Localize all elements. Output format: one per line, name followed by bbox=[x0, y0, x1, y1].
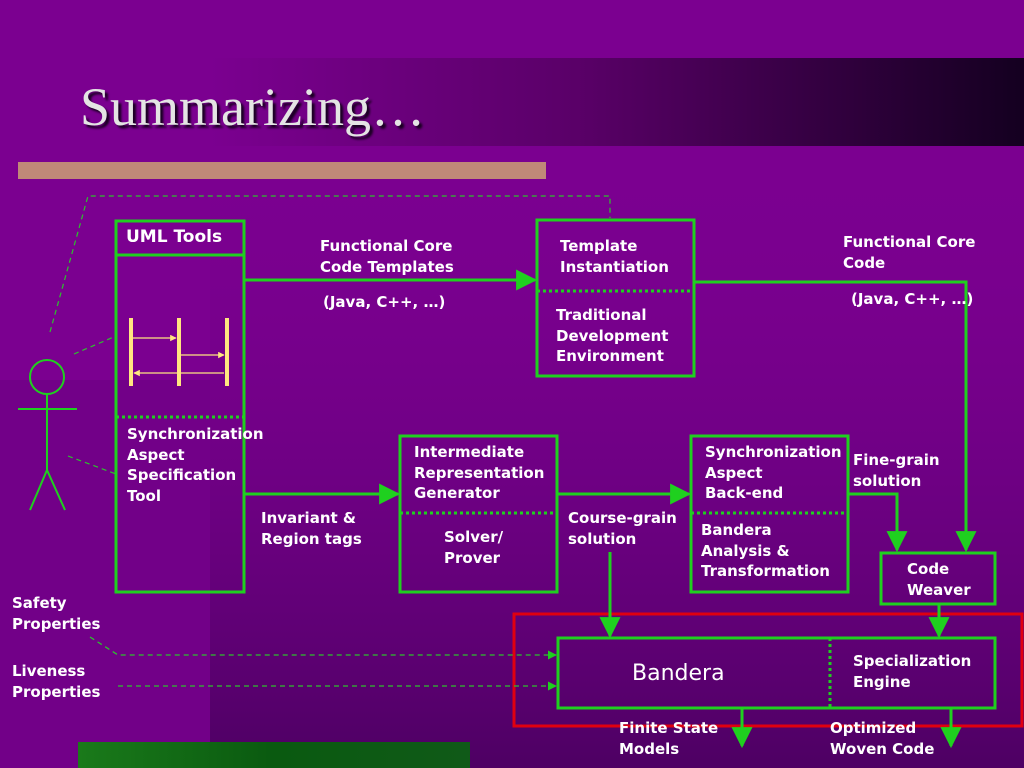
label-invariant-region: Invariant & Region tags bbox=[261, 509, 362, 548]
sync-backend-label: Synchronization Aspect Back-end bbox=[705, 443, 842, 502]
actor-dashed-1 bbox=[73, 335, 117, 355]
bandera-highlight bbox=[512, 612, 1024, 728]
uml-tools-box bbox=[114, 219, 246, 594]
lower-shade bbox=[210, 146, 1024, 768]
stick-figure-icon bbox=[18, 359, 77, 511]
label-functional-core-code: Functional Core Code bbox=[843, 233, 976, 272]
label-java-cpp-1: (Java, C++, …) bbox=[323, 293, 446, 311]
uml-tools-title: UML Tools bbox=[126, 227, 223, 247]
label-fine-grain: Fine-grain solution bbox=[853, 451, 940, 490]
arrow-template-to-weaver bbox=[694, 280, 977, 553]
bandera-label: Bandera bbox=[632, 661, 725, 686]
bottom-green-bar bbox=[78, 742, 470, 768]
label-course-grain: Course-grain solution bbox=[568, 509, 677, 548]
template-box bbox=[535, 218, 696, 378]
bandera-box bbox=[556, 636, 997, 710]
label-finite-state-models: Finite State Models bbox=[619, 719, 719, 758]
code-weaver-label: Code Weaver bbox=[907, 560, 971, 599]
specialization-engine-label: Specialization Engine bbox=[853, 652, 972, 691]
label-optimized-woven-code: Optimized Woven Code bbox=[830, 719, 935, 758]
label-functional-core-templates: Functional Core Code Templates bbox=[320, 237, 454, 276]
traditional-env-label: Traditional Development Environment bbox=[556, 306, 669, 365]
uml-sync-tool-label: Synchronization Aspect Specification Too… bbox=[127, 425, 264, 505]
title-underline-bar bbox=[18, 162, 546, 179]
label-java-cpp-2: (Java, C++, …) bbox=[851, 290, 974, 308]
slide-title: Summarizing… bbox=[80, 77, 425, 137]
template-instantiation-label: Template Instantiation bbox=[560, 237, 669, 276]
title-band bbox=[210, 58, 1024, 146]
ir-generator-label: Intermediate Representation Generator bbox=[414, 443, 545, 502]
solver-prover-label: Solver/ Prover bbox=[444, 528, 504, 567]
label-safety-properties: Safety Properties bbox=[12, 594, 101, 633]
arrow-safety-properties bbox=[89, 636, 557, 660]
sequence-diagram-icon bbox=[129, 318, 229, 386]
left-shade bbox=[0, 380, 210, 768]
arrow-sync-to-weaver bbox=[848, 492, 908, 553]
label-liveness-properties: Liveness Properties bbox=[12, 662, 101, 701]
bandera-analysis-label: Bandera Analysis & Transformation bbox=[701, 521, 830, 580]
